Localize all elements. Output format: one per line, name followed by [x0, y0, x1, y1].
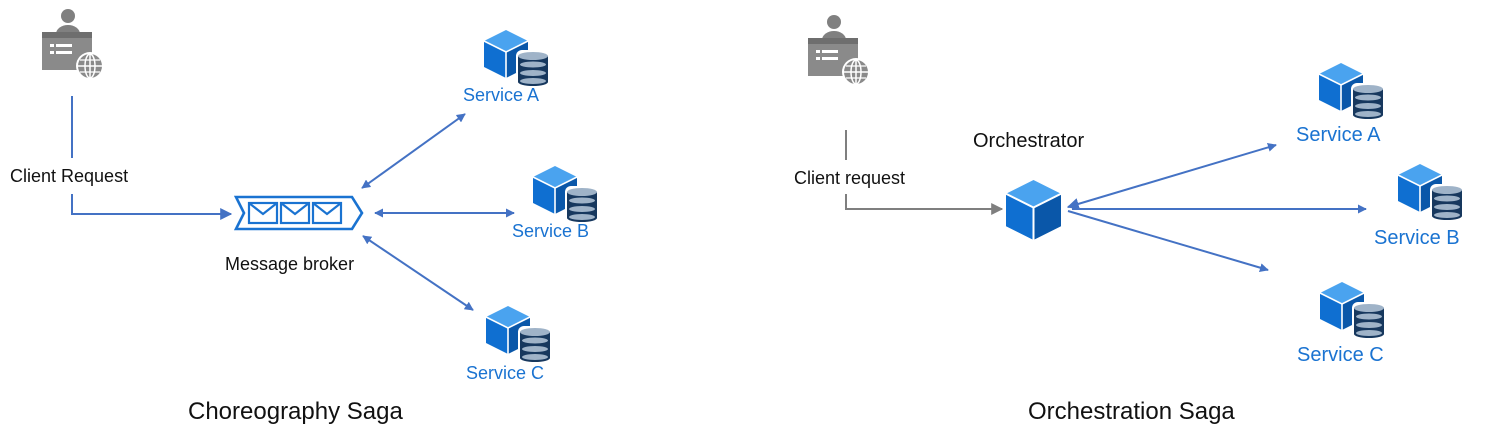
client-request-label: Client Request	[10, 166, 128, 186]
client-to-orchestrator-arrow	[845, 194, 1004, 215]
service-c-label: Service C	[1297, 344, 1384, 366]
service-b-icon	[1398, 164, 1464, 224]
service-c-icon	[1320, 282, 1386, 342]
broker-service-a-arrow	[361, 113, 466, 189]
service-c-label: Service C	[466, 363, 544, 383]
choreography-caption: Choreography Saga	[188, 398, 403, 425]
service-b-label: Service B	[512, 221, 589, 241]
service-a-label: Service A	[1296, 124, 1381, 146]
service-a-icon	[484, 30, 550, 90]
choreography-saga: Client Request Message broker Servic	[10, 8, 599, 425]
client-to-broker-arrow	[71, 194, 233, 220]
orchestrator-cube-icon	[1005, 179, 1062, 241]
message-broker-label: Message broker	[225, 254, 354, 274]
orchestration-caption: Orchestration Saga	[1028, 398, 1235, 425]
orchestrator-service-c-arrow	[1067, 210, 1269, 273]
orchestrator-label: Orchestrator	[973, 130, 1084, 152]
client-web-icon	[807, 14, 871, 87]
service-b-icon	[533, 166, 599, 226]
service-a-icon	[1319, 63, 1385, 123]
orchestrator-service-a-arrow	[1066, 143, 1277, 210]
message-broker-icon	[233, 195, 364, 231]
client-web-icon	[41, 8, 105, 81]
broker-service-c-arrow	[362, 235, 474, 311]
service-b-label: Service B	[1374, 227, 1460, 249]
service-a-label: Service A	[463, 85, 539, 105]
orchestration-saga: Client request Orchestrator Service A Se…	[794, 14, 1464, 425]
client-request-label: Client request	[794, 168, 905, 188]
service-c-icon	[486, 306, 552, 366]
